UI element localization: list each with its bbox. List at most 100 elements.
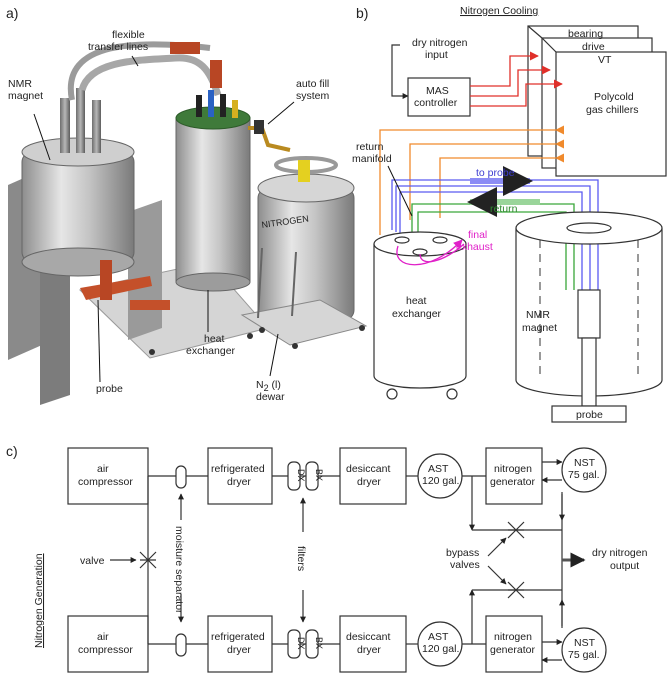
bypass-valve-bottom: [507, 581, 525, 599]
red-line-vt: [470, 79, 563, 107]
probe-box: [551, 405, 627, 423]
orange-line-1: [379, 125, 565, 235]
fitting-3: [220, 94, 226, 117]
filters-label: filters: [295, 546, 307, 571]
transfer-line-1: [78, 54, 222, 97]
transfer-coupler-1: [170, 42, 200, 54]
air-compressor-bottom: [67, 615, 149, 673]
dewar-valve: [298, 160, 310, 182]
nitrogen-generator-bottom: [485, 615, 543, 673]
cart-handle-right: [291, 251, 297, 317]
panel-b-tag: b): [356, 5, 368, 21]
magnet-turret-3: [92, 100, 101, 153]
pointer-probe: [97, 299, 101, 383]
label-probe: probe: [96, 383, 123, 395]
heat-exchanger-body: [175, 117, 251, 283]
hx-wheel-right: [446, 388, 458, 400]
hx-wheel-left: [386, 388, 398, 400]
magnet-turret-2: [76, 88, 85, 153]
wheel: [259, 327, 265, 333]
nmr-magnet-base: [21, 247, 135, 277]
hx-bottom: [373, 375, 467, 389]
nitrogen-generator-top: [485, 447, 543, 505]
refrigerated-dryer-bottom: [207, 615, 273, 673]
dewar-cart: [240, 299, 368, 346]
bx-bottom-label: BX: [314, 637, 324, 649]
red-line-drive: [470, 65, 551, 97]
wheel: [247, 333, 253, 339]
nmr-inner-dashed: [539, 240, 639, 378]
desiccant-dryer-top: [339, 447, 407, 505]
moisture-separator-bottom: [175, 633, 187, 657]
red-line-bearing: [470, 51, 539, 87]
bypass-valve-top: [507, 521, 525, 539]
probe-arm: [130, 300, 170, 310]
hx-port-3: [432, 236, 448, 244]
wheel: [292, 343, 298, 349]
exhaust-arrow-1: [396, 239, 463, 266]
nmr-probe-head: [577, 289, 601, 339]
dx-bottom-label: DX: [296, 637, 306, 650]
orange-line-2: [409, 139, 565, 220]
probe-shape: [80, 276, 152, 300]
pointer-flexible: [131, 55, 139, 67]
magnet-turret-1: [60, 98, 70, 153]
panel-b: b) Nitrogen Cooling bearing drive VT Pol…: [352, 5, 667, 423]
orange-line-3: [439, 153, 565, 218]
dx-filter-top: [287, 461, 301, 491]
pointer-nmr-magnet: [33, 113, 51, 161]
pointer-auto-fill: [267, 101, 295, 125]
mas-controller-box: [407, 77, 471, 117]
to-probe-label: to probe: [476, 167, 515, 179]
chiller-drive-label: drive: [582, 41, 605, 53]
chiller-bearing-label: bearing: [568, 28, 603, 40]
cart-handle-left: [257, 247, 263, 319]
hx-port-1: [394, 236, 410, 244]
crossover-valve: [139, 551, 157, 569]
nmr-magnet-body: [21, 151, 135, 263]
nmr-bore: [566, 222, 612, 234]
probe-column: [100, 260, 112, 300]
refrigerated-dryer-top: [207, 447, 273, 505]
panel-b-title: Nitrogen Cooling: [460, 5, 538, 17]
auto-fill-valve: [254, 120, 264, 134]
pointer-dewar: [269, 333, 279, 377]
exhaust-arrow-2: [419, 243, 465, 263]
nmr-probe-body: [581, 337, 597, 407]
wheel: [359, 325, 365, 331]
nst-tank-top: [561, 447, 607, 493]
bx-filter-top: [305, 461, 319, 491]
nst-tank-bottom: [561, 627, 607, 673]
dx-filter-bottom: [287, 629, 301, 659]
panel-a-tag: a): [6, 5, 18, 21]
nitrogen-generation-title: Nitrogen Generation: [33, 553, 45, 648]
label-dewar: N2 (l)dewar: [256, 379, 285, 403]
dx-top-label: DX: [296, 469, 306, 482]
return-label: return: [490, 203, 518, 215]
nmr-sides: [515, 228, 663, 380]
moisture-separator-top: [175, 465, 187, 489]
